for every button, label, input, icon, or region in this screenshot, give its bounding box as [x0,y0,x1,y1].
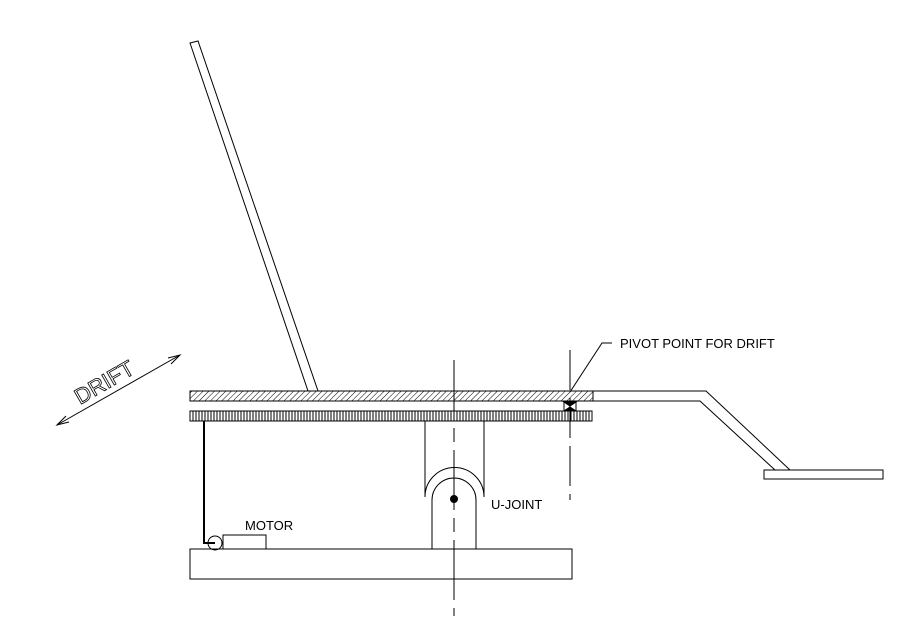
drift-label: DRIFT [70,355,139,409]
pivot-label: PIVOT POINT FOR DRIFT [620,336,775,351]
extension-arm [593,390,884,480]
u-joint-label: U-JOINT [491,497,542,512]
u-joint [424,421,485,549]
top-plate [189,390,594,402]
lever-arm [189,40,319,392]
motor-label: MOTOR [245,518,293,533]
drift-arrow-icon [55,354,182,426]
base [189,548,573,580]
bottom-plate [189,410,593,422]
motor [203,421,267,551]
pivot-leader-line [569,342,612,393]
